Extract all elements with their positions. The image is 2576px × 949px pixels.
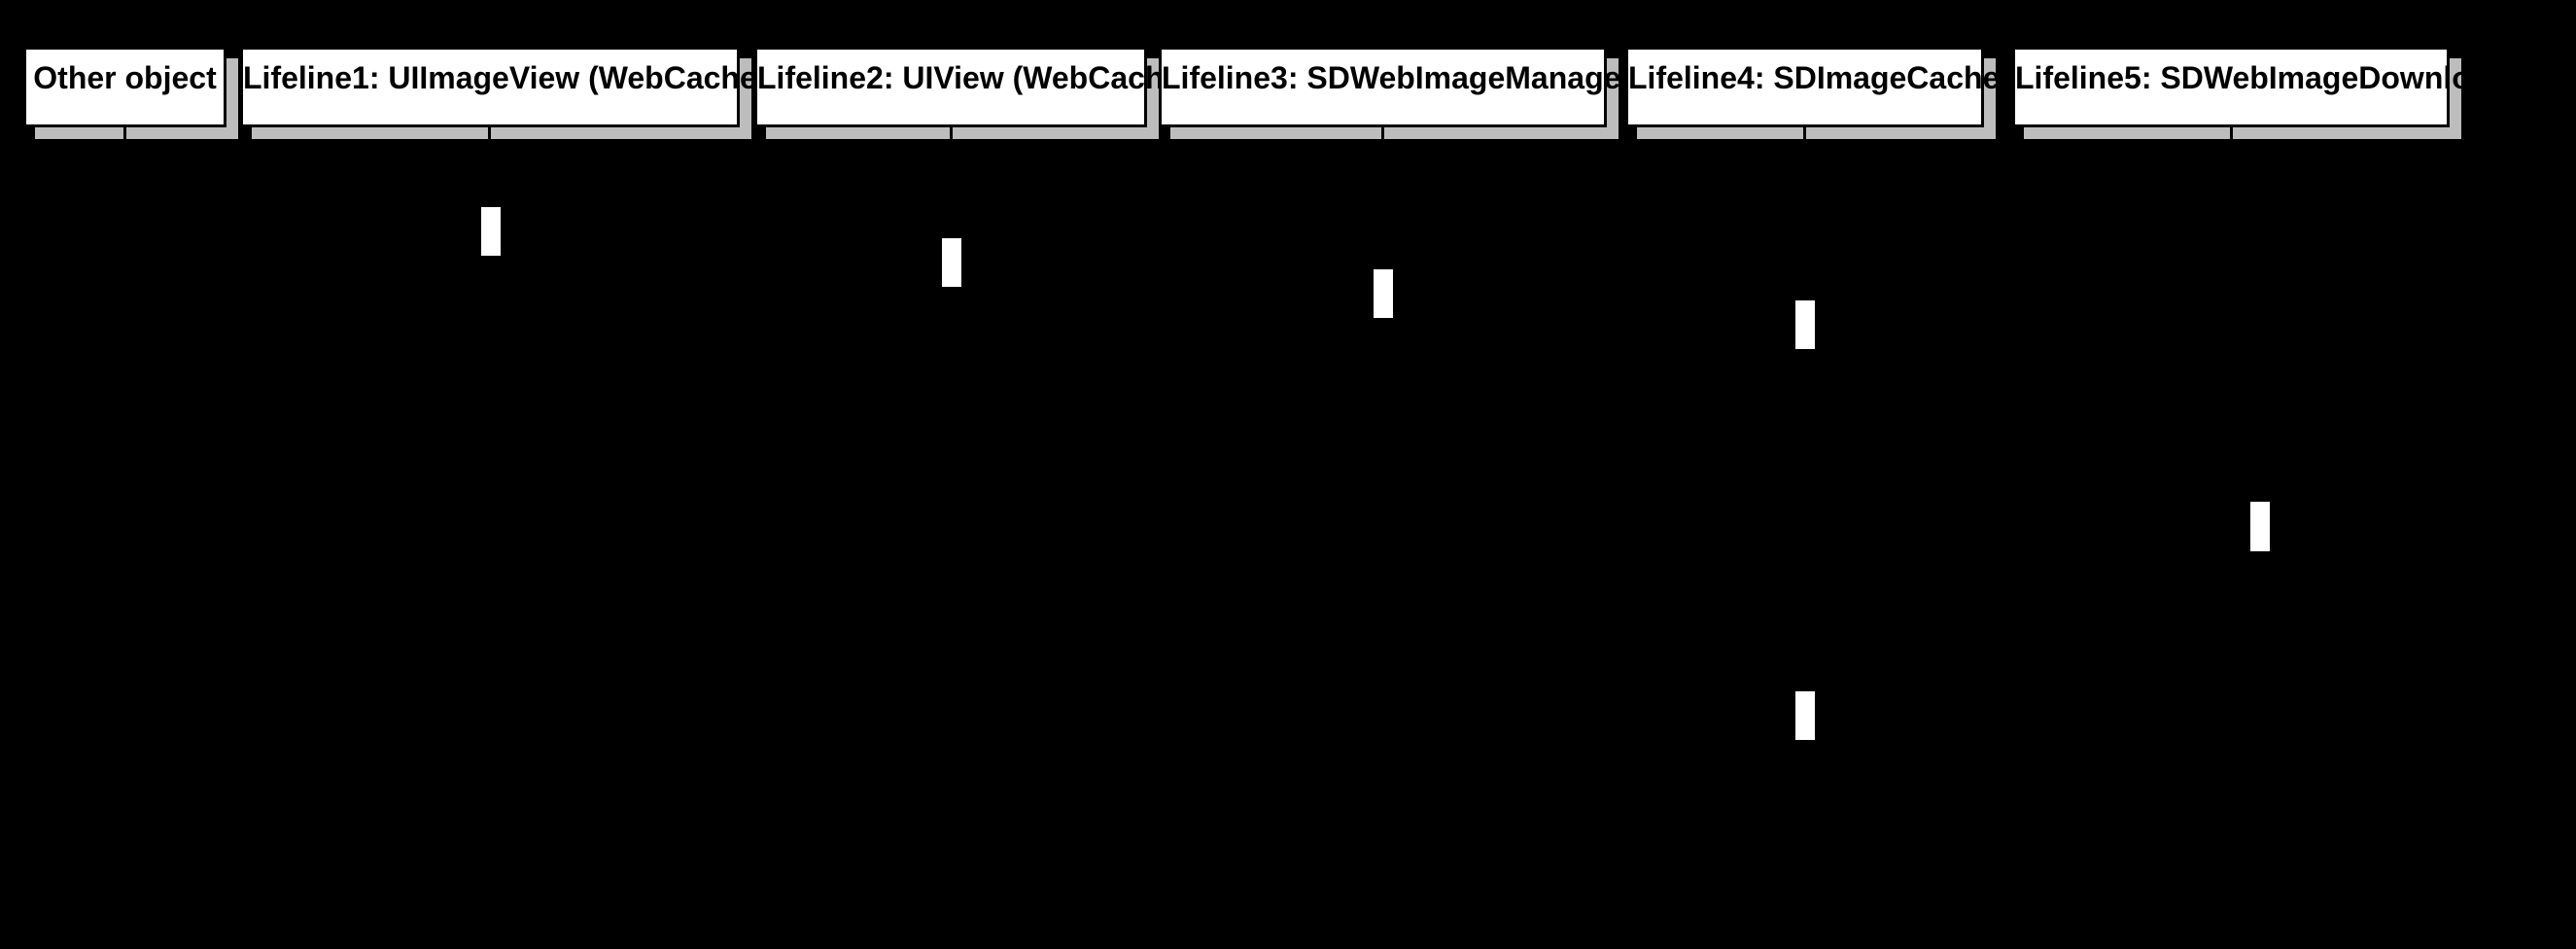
lifeline-line-lifeline5 — [2230, 127, 2233, 949]
lifeline-head-lifeline1: Lifeline1: UIImageView (WebCache) — [240, 47, 768, 127]
activation-bar-lifeline4-first — [1793, 299, 1817, 351]
lifeline-line-lifeline1 — [488, 127, 491, 949]
lifeline-label: Other object — [33, 60, 217, 95]
lifeline-line-lifeline3 — [1381, 127, 1384, 949]
lifeline-line-lifeline2 — [950, 127, 953, 949]
lifeline-label: Lifeline5: SDWebImageDownloader — [2015, 60, 2537, 95]
lifeline-head-other-object: Other object — [23, 47, 226, 127]
activation-bar-lifeline4-second — [1793, 689, 1817, 742]
lifeline-line-other-object — [123, 127, 126, 949]
lifeline-head-lifeline2: Lifeline2: UIView (WebCache) — [754, 47, 1192, 127]
lifeline-label: Lifeline3: SDWebImageManager — [1162, 60, 1633, 95]
activation-bar-lifeline2 — [940, 236, 963, 289]
activation-bar-lifeline3 — [1372, 267, 1395, 320]
lifeline-label: Lifeline4: SDImageCache — [1628, 60, 2001, 95]
lifeline-line-lifeline4 — [1803, 127, 1806, 949]
lifeline-label: Lifeline2: UIView (WebCache) — [757, 60, 1192, 95]
activation-bar-lifeline5 — [2248, 500, 2272, 553]
lifeline-head-lifeline4: Lifeline4: SDImageCache — [1625, 47, 2001, 127]
activation-bar-lifeline1 — [479, 205, 503, 258]
lifeline-head-lifeline5: Lifeline5: SDWebImageDownloader — [2012, 47, 2537, 127]
lifeline-label: Lifeline1: UIImageView (WebCache) — [243, 60, 768, 95]
lifeline-head-lifeline3: Lifeline3: SDWebImageManager — [1159, 47, 1633, 127]
